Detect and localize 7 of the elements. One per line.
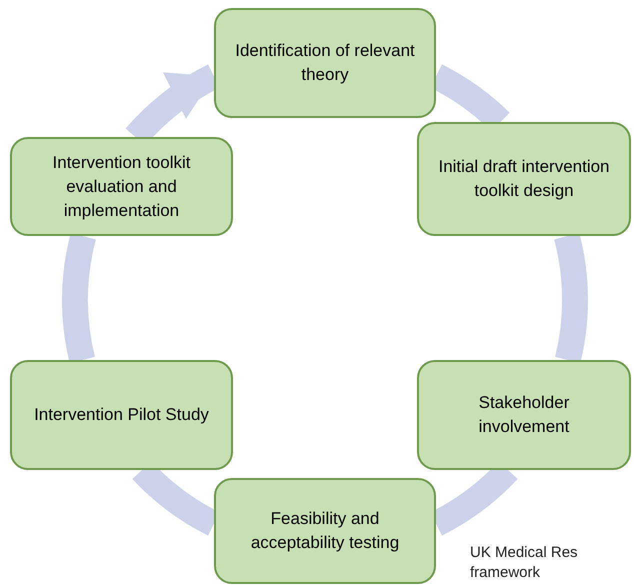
step-box: Stakeholder involvement	[417, 360, 631, 470]
source-note: UK Medical Res framework	[470, 543, 579, 583]
step-box: Identification of relevant theory	[214, 8, 436, 118]
step-box: Intervention toolkit evaluation and implementation	[10, 137, 233, 236]
step-box: Initial draft intervention toolkit design	[417, 122, 631, 236]
step-box: Intervention Pilot Study	[10, 360, 233, 470]
step-box: Feasibility and acceptability testing	[214, 478, 436, 584]
